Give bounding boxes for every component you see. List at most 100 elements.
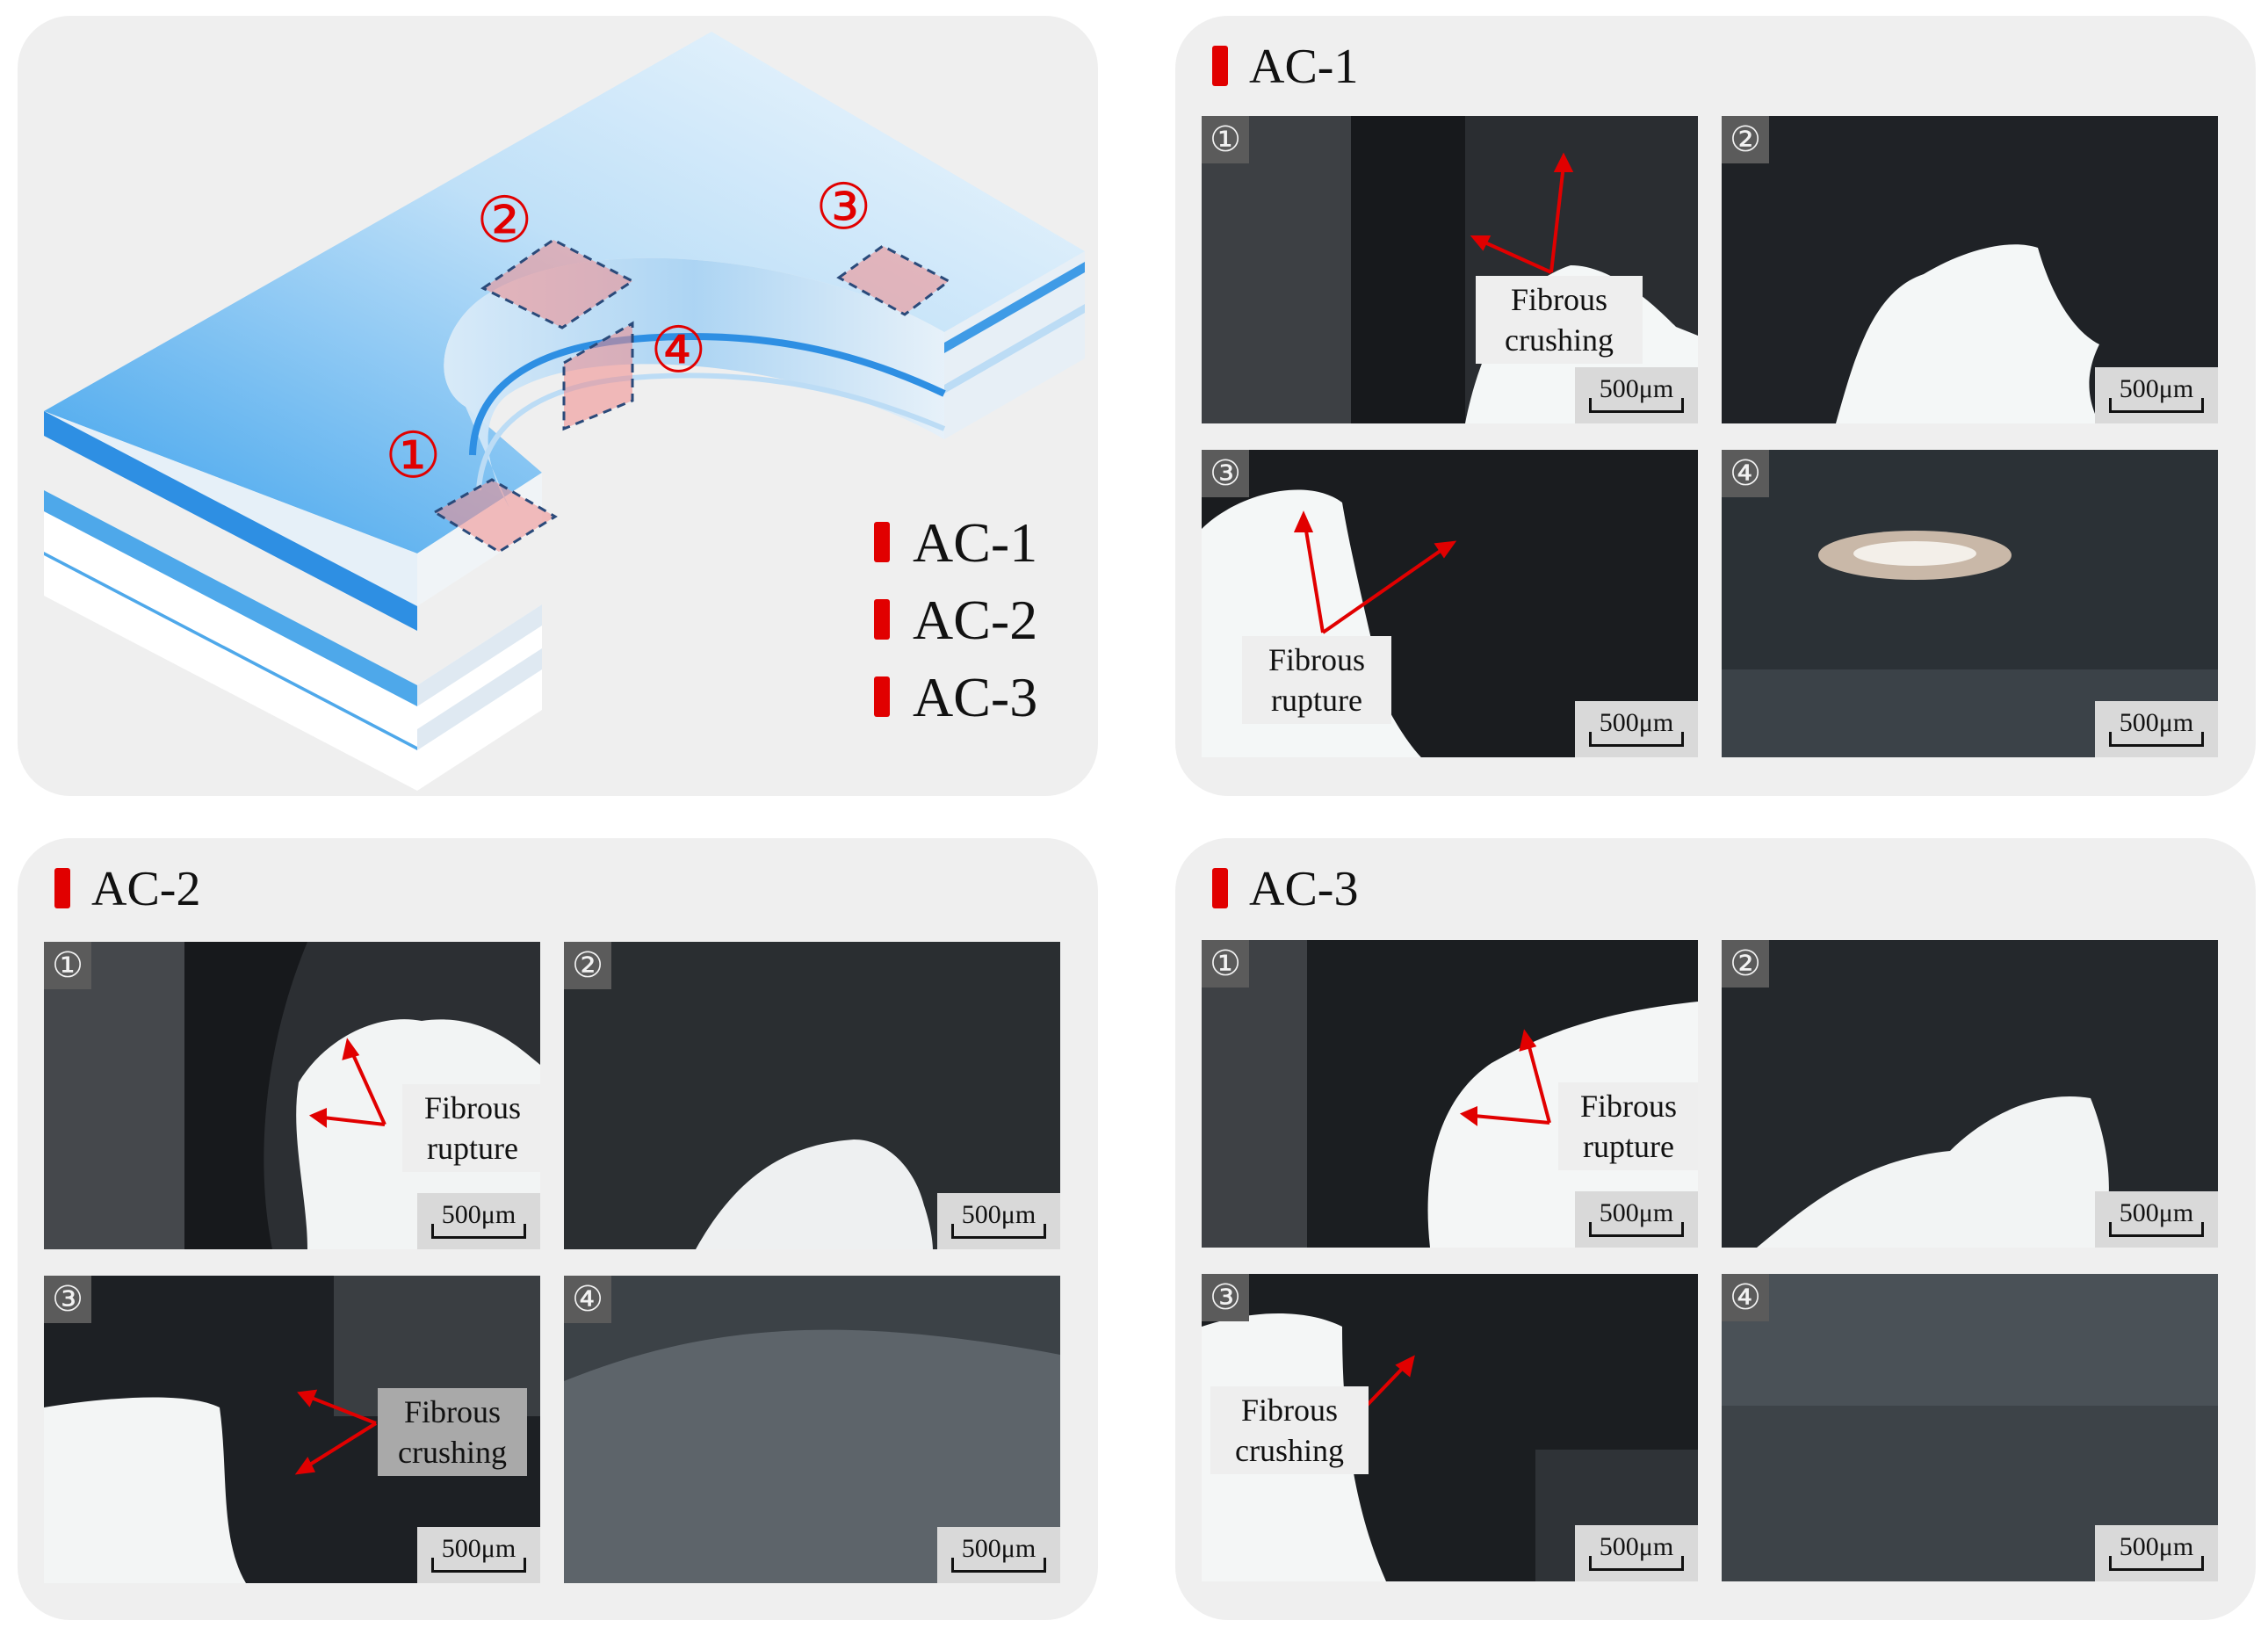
panel-title: AC-1 [1249, 40, 1359, 94]
title-marker [1212, 46, 1228, 86]
scale-label: 500μm [1599, 374, 1674, 403]
scale-label: 500μm [961, 1534, 1036, 1563]
scale-bar: 500μm [2095, 701, 2218, 757]
scale-bar: 500μm [417, 1527, 540, 1583]
scale-bar: 500μm [1575, 1191, 1698, 1248]
marker-4: ④ [650, 313, 707, 387]
scale-label: 500μm [2119, 1198, 2194, 1227]
callout-arrows [1293, 510, 1457, 634]
photo-number: ④ [1722, 1274, 1769, 1321]
scale-label: 500μm [1599, 1532, 1674, 1561]
legend-swatch [874, 522, 890, 562]
scale-bar: 500μm [2095, 1191, 2218, 1248]
scale-line [1589, 398, 1684, 413]
micrograph-ac3-4: ④ 500μm [1722, 1274, 2218, 1581]
callout-arrows [1470, 152, 1574, 274]
scale-label: 500μm [2119, 1532, 2194, 1561]
scale-line [431, 1224, 526, 1239]
damage-region-3 [836, 244, 951, 316]
marker-3: ③ [815, 170, 872, 243]
legend-swatch [874, 676, 890, 717]
overview-panel: ① ② ③ ④ AC-1 AC-2 AC-3 [18, 16, 1098, 796]
photo-number: ④ [1722, 450, 1769, 497]
scale-bar: 500μm [1575, 701, 1698, 757]
micrograph-ac1-4: ④ 500μm [1722, 450, 2218, 757]
micrograph-ac2-4: ④ 500μm [564, 1276, 1060, 1583]
top-ply [44, 32, 1085, 553]
micrograph-ac1-2: ② 500μm [1722, 116, 2218, 423]
scale-bar: 500μm [1575, 367, 1698, 423]
damage-region-2 [480, 238, 635, 329]
scale-label: 500μm [1599, 1198, 1674, 1227]
scale-label: 500μm [2119, 708, 2194, 737]
scale-line [2109, 732, 2204, 747]
laminate-diagram [44, 32, 1085, 791]
scale-bar: 500μm [937, 1193, 1060, 1249]
marker-1: ① [385, 418, 442, 492]
title-marker [1212, 868, 1228, 908]
scale-line [2109, 398, 2204, 413]
photo-number: ① [44, 942, 91, 989]
title-marker [54, 868, 70, 908]
scale-line [2109, 1222, 2204, 1237]
lower-plies [44, 490, 542, 791]
legend-label: AC-2 [913, 589, 1038, 651]
photo-number: ③ [44, 1276, 91, 1323]
scale-label: 500μm [2119, 374, 2194, 403]
legend-label: AC-3 [913, 666, 1038, 728]
scale-line [1589, 1556, 1684, 1571]
scale-bar: 500μm [2095, 367, 2218, 423]
photo-number: ② [564, 942, 611, 989]
panel-title: AC-3 [1249, 862, 1359, 916]
scale-bar: 500μm [417, 1193, 540, 1249]
right-end-stack [944, 251, 1085, 439]
legend-swatch [874, 599, 890, 640]
scale-line [2109, 1556, 2204, 1571]
micrograph-ac2-2: ② 500μm [564, 942, 1060, 1249]
damage-region-1 [432, 478, 558, 553]
scale-label: 500μm [441, 1200, 516, 1229]
scale-bar: 500μm [2095, 1525, 2218, 1581]
scale-label: 500μm [1599, 708, 1674, 737]
photo-number: ① [1202, 116, 1249, 163]
callout-arrows [294, 1389, 378, 1475]
micrograph-ac3-2: ② 500μm [1722, 940, 2218, 1248]
callout-arrows [1360, 1355, 1415, 1413]
photo-number: ④ [564, 1276, 611, 1323]
scale-label: 500μm [441, 1534, 516, 1563]
photo-number: ② [1722, 116, 1769, 163]
photo-number: ③ [1202, 450, 1249, 497]
scale-bar: 500μm [937, 1527, 1060, 1583]
callout-arrows [308, 1038, 386, 1128]
photo-number: ② [1722, 940, 1769, 988]
panel-title: AC-2 [91, 862, 201, 916]
marker-2: ② [476, 183, 533, 257]
scale-bar: 500μm [1575, 1525, 1698, 1581]
photo-number: ③ [1202, 1274, 1249, 1321]
scale-line [431, 1558, 526, 1573]
photo-number: ① [1202, 940, 1249, 988]
scale-label: 500μm [961, 1200, 1036, 1229]
scale-line [951, 1558, 1046, 1573]
scale-line [1589, 732, 1684, 747]
scale-line [1589, 1222, 1684, 1237]
legend-label: AC-1 [913, 511, 1038, 574]
callout-arrows [1459, 1029, 1551, 1126]
scale-line [951, 1224, 1046, 1239]
damage-region-4 [562, 321, 634, 431]
